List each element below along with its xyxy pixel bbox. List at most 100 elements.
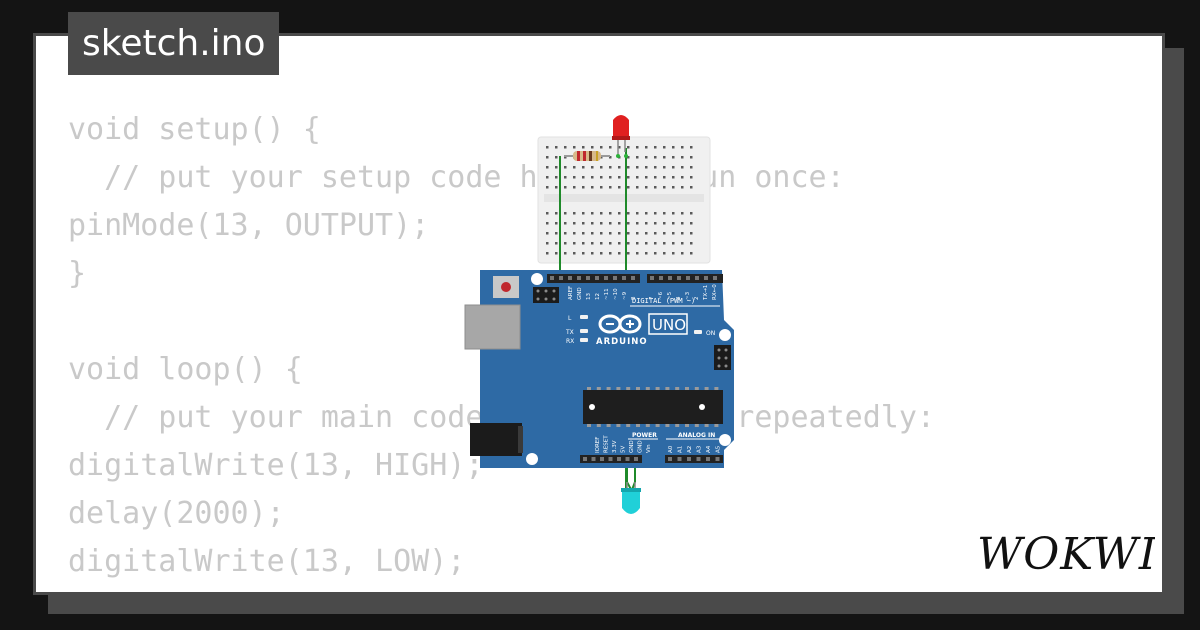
code-line-9: delay(2000);	[68, 496, 285, 531]
breadboard-hole	[672, 232, 675, 235]
breadboard-hole	[546, 232, 549, 235]
header-pin	[695, 276, 699, 280]
breadboard-hole	[654, 242, 657, 245]
breadboard-hole	[546, 186, 549, 189]
header-pin	[550, 276, 554, 280]
breadboard-hole	[546, 212, 549, 215]
chip-pin	[714, 424, 719, 427]
chip-pin	[636, 424, 640, 427]
breadboard-hole	[564, 186, 567, 189]
breadboard-hole	[600, 186, 603, 189]
header-pin	[608, 457, 613, 461]
chip-pin	[606, 387, 611, 390]
chip-pin	[685, 387, 689, 390]
breadboard-hole	[573, 176, 576, 179]
breadboard-hole	[618, 212, 621, 215]
header-pin	[568, 276, 572, 280]
breadboard-hole	[600, 232, 603, 235]
breadboard-hole	[654, 186, 657, 189]
power-pin-label: GND	[629, 440, 635, 453]
breadboard-hole	[582, 242, 585, 245]
chip-pin	[616, 424, 621, 427]
header-pin	[622, 276, 626, 280]
top-pin-label: ~9	[622, 291, 628, 300]
top-pin-label: 12	[595, 293, 601, 300]
breadboard-hole	[555, 166, 558, 169]
chip-pin	[645, 424, 650, 427]
power-jack	[470, 423, 522, 456]
breadboard-hole	[546, 222, 549, 225]
top-pin-label: ~6	[658, 291, 664, 300]
breadboard-hole	[627, 222, 630, 225]
breadboard-hole	[672, 146, 675, 149]
breadboard-hole	[609, 186, 612, 189]
top-pin-label: TX→1	[703, 285, 709, 301]
top-pin-label: 4	[676, 296, 682, 300]
header-pin	[650, 276, 654, 280]
chip-pin	[655, 387, 660, 390]
breadboard-hole	[627, 242, 630, 245]
breadboard-hole	[546, 166, 549, 169]
code-line-10: digitalWrite(13, LOW);	[68, 544, 466, 579]
breadboard-hole	[681, 252, 684, 255]
breadboard-hole	[645, 222, 648, 225]
breadboard-hole	[681, 166, 684, 169]
breadboard-hole	[546, 252, 549, 255]
breadboard-hole	[600, 166, 603, 169]
breadboard-hole	[636, 212, 639, 215]
analog-pin-label: A3	[697, 445, 703, 453]
breadboard-hole	[681, 176, 684, 179]
breadboard-hole	[645, 156, 648, 159]
code-line-11: delay(1000);	[68, 586, 935, 592]
breadboard-hole	[645, 212, 648, 215]
header-pin	[677, 457, 682, 461]
breadboard-hole	[690, 186, 693, 189]
breadboard-hole	[636, 166, 639, 169]
breadboard-hole	[609, 156, 612, 159]
analog-label: ANALOG IN	[678, 432, 715, 439]
power-label: POWER	[632, 432, 657, 439]
power-pin-label: IOREF	[595, 437, 601, 453]
breadboard-hole	[627, 146, 630, 149]
breadboard-hole	[681, 156, 684, 159]
header-pin	[600, 457, 604, 461]
header-pin	[668, 457, 672, 461]
breadboard-hole	[654, 176, 657, 179]
top-pin-label: RX←0	[712, 284, 718, 300]
file-tab[interactable]: sketch.ino	[68, 12, 280, 75]
breadboard-hole	[636, 186, 639, 189]
header-pin	[686, 276, 690, 280]
breadboard-hole	[672, 252, 675, 255]
chip-pin	[694, 387, 699, 390]
breadboard-hole	[591, 166, 594, 169]
header-pin	[634, 457, 638, 461]
breadboard-hole	[636, 156, 639, 159]
chip-pin	[665, 387, 670, 390]
breadboard-hole	[636, 242, 639, 245]
breadboard-hole	[663, 176, 666, 179]
breadboard-hole	[609, 242, 612, 245]
breadboard-hole	[600, 176, 603, 179]
header-pin	[631, 276, 635, 280]
breadboard-hole	[645, 252, 648, 255]
breadboard-hole	[654, 252, 657, 255]
top-pin-label: 2	[694, 297, 700, 301]
breadboard-hole	[582, 186, 585, 189]
breadboard-hole	[672, 186, 675, 189]
breadboard-hole	[663, 186, 666, 189]
breadboard-hole	[609, 212, 612, 215]
breadboard-hole	[654, 166, 657, 169]
breadboard-hole	[636, 252, 639, 255]
power-pin-label: 5V	[621, 446, 627, 453]
breadboard-hole	[681, 232, 684, 235]
code-line-4: }	[68, 256, 87, 291]
breadboard-hole	[681, 242, 684, 245]
breadboard-hole	[618, 232, 621, 235]
usb-port	[464, 304, 521, 350]
breadboard-hole	[582, 176, 585, 179]
digital-header-label: DIGITAL (PWM ~)	[632, 297, 695, 305]
top-pin-label: 13	[586, 293, 592, 300]
chip-pin	[665, 424, 670, 427]
chip-pin	[675, 424, 680, 427]
breadboard-hole	[654, 146, 657, 149]
